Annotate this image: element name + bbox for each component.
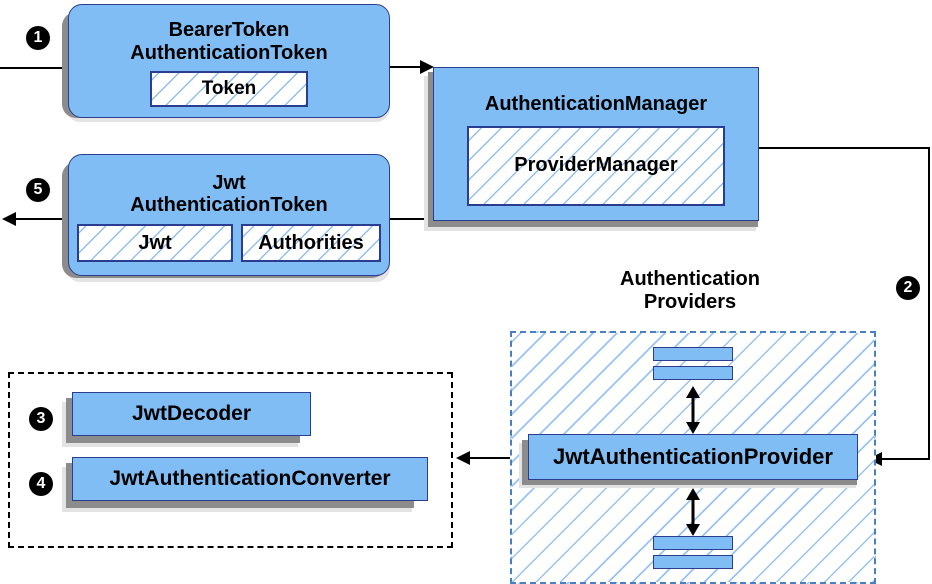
bearer-token-title: BearerToken AuthenticationToken	[130, 15, 327, 64]
bearer-token-inner-label: Token	[201, 77, 257, 99]
step-badge-1: 1	[26, 26, 50, 50]
provider-manager-label: ProviderManager	[514, 154, 678, 176]
jwt-authentication-provider-label: JwtAuthenticationProvider	[553, 444, 833, 469]
line-manager-right	[759, 147, 930, 149]
jwt-decoder-box[interactable]: JwtDecoder	[72, 392, 311, 436]
arrow-bearer-to-manager	[388, 60, 434, 74]
bearer-token-title-line1: BearerToken	[168, 19, 290, 42]
authentication-manager-title: AuthenticationManager	[485, 83, 707, 116]
jwt-authentication-converter-label: JwtAuthenticationConverter	[109, 467, 391, 490]
line-right-rail	[928, 147, 930, 459]
step-badge-5: 5	[26, 178, 50, 202]
provider-stack-top-bar-2	[653, 366, 733, 380]
jwt-token-inner-jwt-label: Jwt	[138, 231, 172, 254]
bearer-token-title-line2: AuthenticationToken	[130, 41, 328, 64]
step-badge-2: 2	[896, 276, 920, 300]
authentication-manager-box[interactable]: AuthenticationManager ProviderManager	[433, 67, 759, 221]
step-badge-3: 3	[29, 407, 53, 431]
step-badge-3-label: 3	[36, 410, 46, 427]
jwt-token-inner-authorities[interactable]: Authorities	[241, 224, 381, 263]
step-badge-1-label: 1	[33, 29, 43, 46]
authentication-providers-caption-line1: Authentication	[620, 268, 760, 290]
jwt-token-inner-jwt[interactable]: Jwt	[77, 224, 233, 263]
line-request-in	[0, 67, 70, 69]
authentication-manager-title-label: AuthenticationManager	[484, 92, 708, 115]
jwt-token-inner-authorities-label: Authorities	[258, 231, 364, 254]
bearer-token-inner-token[interactable]: Token	[150, 70, 308, 107]
authentication-providers-caption-line2: Providers	[643, 291, 737, 313]
line-manager-to-jwt-token	[390, 218, 435, 220]
jwt-token-title-line2: AuthenticationToken	[130, 194, 328, 216]
bearer-token-box[interactable]: BearerToken AuthenticationToken Token	[68, 4, 390, 118]
jwt-token-title-line1: Jwt	[212, 171, 246, 194]
jwt-authentication-converter-box[interactable]: JwtAuthenticationConverter	[72, 457, 428, 501]
provider-link-arrow-bottom	[686, 488, 700, 536]
step-badge-5-label: 5	[33, 181, 43, 198]
provider-stack-bottom-bar-1	[653, 536, 733, 550]
jwt-token-inner-row: Jwt Authorities	[77, 224, 381, 263]
authentication-providers-caption: Authentication Providers	[560, 268, 820, 314]
provider-manager-box[interactable]: ProviderManager	[467, 125, 725, 206]
step-badge-4: 4	[29, 472, 53, 496]
step-badge-4-label: 4	[36, 475, 46, 492]
jwt-support-group-region	[8, 372, 453, 548]
jwt-token-title: Jwt AuthenticationToken	[130, 168, 327, 217]
provider-stack-bottom-bar-2	[653, 555, 733, 569]
jwt-authentication-provider-box[interactable]: JwtAuthenticationProvider	[528, 434, 858, 480]
step-badge-2-label: 2	[903, 279, 913, 296]
jwt-token-box[interactable]: Jwt AuthenticationToken Jwt Authorities	[68, 154, 390, 276]
provider-link-arrow-top	[686, 386, 700, 434]
provider-stack-top-bar-1	[653, 347, 733, 361]
jwt-decoder-label: JwtDecoder	[131, 402, 252, 425]
